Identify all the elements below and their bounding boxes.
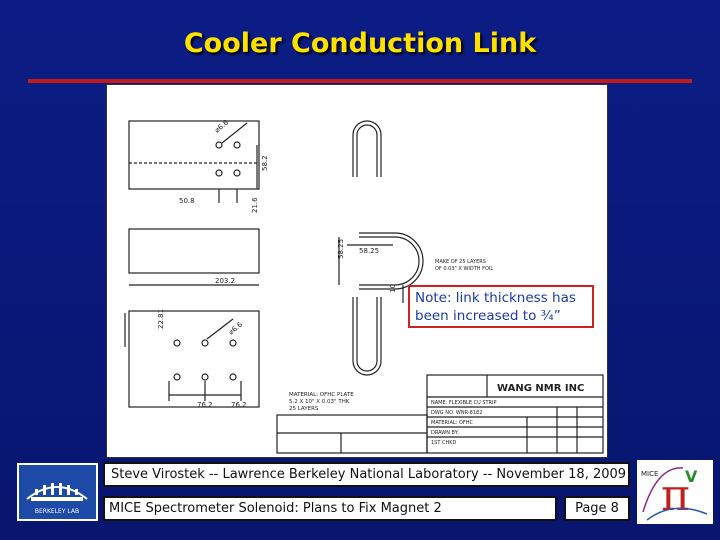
mice-logo: π V MICE [637,460,713,524]
dim-label-1: 50.8 [179,197,195,205]
svg-text:⌀6.6: ⌀6.6 [227,320,244,336]
svg-text:21.6: 21.6 [251,197,259,213]
svg-text:76.2: 76.2 [197,401,213,409]
svg-text:MATERIAL: OFHC: MATERIAL: OFHC [431,420,474,426]
svg-text:WANG NMR INC: WANG NMR INC [497,383,584,394]
svg-text:DWG NO. WNR-8182: DWG NO. WNR-8182 [431,410,482,416]
svg-text:MATERIAL: OFHC PLATE: MATERIAL: OFHC PLATE [289,392,354,398]
drawing-svg: 50.8 21.6 58.2 203.2 58.25 58.25 10 76.2… [124,118,604,454]
svg-text:5.2 X 10" X 0.03" THK: 5.2 X 10" X 0.03" THK [289,399,350,405]
svg-text:V: V [685,467,698,486]
footer-presentation-title: MICE Spectrometer Solenoid: Plans to Fix… [103,496,557,521]
svg-text:25 LAYERS: 25 LAYERS [289,406,319,412]
footer-author-line: Steve Virostek -- Lawrence Berkeley Nati… [103,462,630,487]
svg-text:OF 0.03" X WIDTH FOIL: OF 0.03" X WIDTH FOIL [435,266,493,272]
svg-text:MAKE OF 25 LAYERS: MAKE OF 25 LAYERS [435,259,486,265]
svg-text:58.2: 58.2 [261,155,269,171]
svg-text:22.81: 22.81 [157,309,165,329]
engineering-drawing: 50.8 21.6 58.2 203.2 58.25 58.25 10 76.2… [106,84,608,458]
svg-text:58.25: 58.25 [359,247,379,255]
slide-title: Cooler Conduction Link [183,28,537,59]
pi-glyph: π [661,470,690,521]
svg-text:58.25: 58.25 [337,239,345,259]
note-callout: Note: link thickness has been increased … [408,285,594,328]
svg-text:NAME: FLEXIBLE CU STRIP: NAME: FLEXIBLE CU STRIP [431,400,497,406]
page-number: Page 8 [564,496,630,521]
svg-text:10: 10 [389,284,397,293]
svg-text:BERKELEY LAB: BERKELEY LAB [35,508,79,515]
berkeley-lab-logo: BERKELEY LAB [17,463,98,521]
svg-text:203.2: 203.2 [215,277,235,285]
svg-text:76.2: 76.2 [231,401,247,409]
svg-text:MICE: MICE [641,470,658,478]
svg-text:DRAWN BY:: DRAWN BY: [431,430,459,436]
title-underline [28,79,692,83]
svg-text:1ST CHKD: 1ST CHKD [431,440,457,446]
